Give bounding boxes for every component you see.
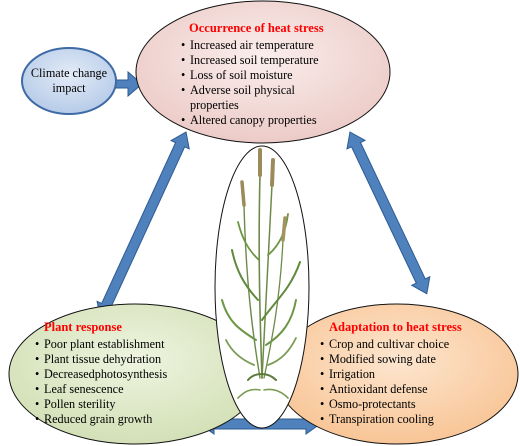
adaptation-item: Transpiration cooling <box>320 412 495 427</box>
plant-response-title: Plant response <box>44 320 122 334</box>
plant-response-item: Leaf senescence <box>35 382 215 397</box>
adaptation-item: Antioxidant defense <box>320 382 495 397</box>
arrow-occurrence-adaptation <box>346 131 431 295</box>
occurrence-item: Increased soil temperature <box>181 53 361 68</box>
plant-response-item: Decreasedphotosynthesis <box>35 367 215 382</box>
plant-response-list: Poor plant establishment Plant tissue de… <box>35 337 215 427</box>
plant-response-item: Pollen sterility <box>35 397 215 412</box>
adaptation-item: Irrigation <box>320 367 495 382</box>
adaptation-item: Modified sowing date <box>320 352 495 367</box>
occurrence-panel: Occurrence of heat stress Increased air … <box>181 21 361 128</box>
plant-response-item: Reduced grain growth <box>35 412 215 427</box>
climate-change-impact-label: Climate change impact <box>22 48 116 114</box>
occurrence-item: Altered canopy properties <box>181 113 361 128</box>
occurrence-item: Increased air temperature <box>181 38 361 53</box>
adaptation-item: Crop and cultivar choice <box>320 337 495 352</box>
occurrence-item: Loss of soil moisture <box>181 68 361 83</box>
occurrence-item: Adverse soil physical properties <box>181 83 338 113</box>
climate-ellipse <box>21 47 117 115</box>
arrow-occurrence-plant <box>96 131 190 320</box>
wheat-plant-illustration <box>221 148 301 399</box>
plant-response-item: Poor plant establishment <box>35 337 215 352</box>
occurrence-list: Increased air temperature Increased soil… <box>181 38 361 128</box>
adaptation-item: Osmo-protectants <box>320 397 495 412</box>
arrow-climate-to-occurrence <box>115 70 143 98</box>
climate-change-impact-text: Climate change impact <box>30 66 108 95</box>
plant-response-panel: Plant response Poor plant establishment … <box>35 320 215 427</box>
occurrence-title: Occurrence of heat stress <box>189 21 324 35</box>
plant-image-frame <box>214 145 310 429</box>
plant-response-item: Plant tissue dehydration <box>35 352 215 367</box>
adaptation-list: Crop and cultivar choice Modified sowing… <box>320 337 495 427</box>
adaptation-title: Adaptation to heat stress <box>329 320 462 334</box>
adaptation-panel: Adaptation to heat stress Crop and culti… <box>320 320 495 427</box>
